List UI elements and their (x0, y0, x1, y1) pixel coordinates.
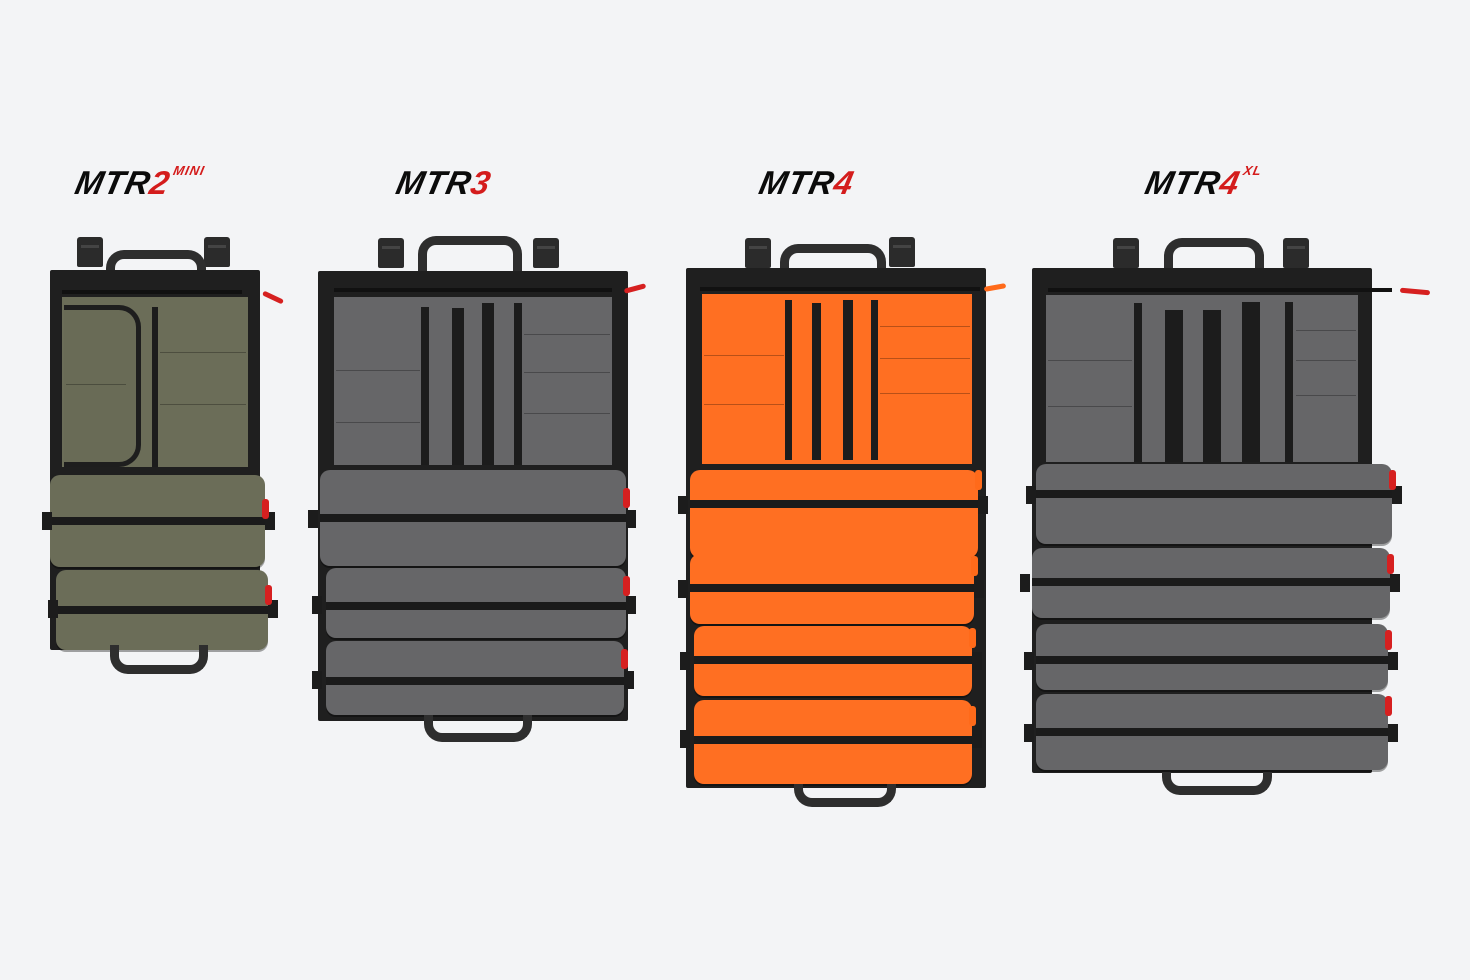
zipper-pull-icon (971, 556, 978, 576)
pouch (678, 554, 984, 624)
zipper-pull-icon (623, 576, 630, 596)
label-suffix: XL (1241, 163, 1264, 178)
pocket-seam (1296, 330, 1356, 331)
pocket-seam (336, 422, 420, 423)
pocket-seam (1048, 406, 1132, 407)
pocket-seam (524, 372, 610, 373)
pocket-seam (880, 393, 970, 394)
zipper-pull-icon (1389, 470, 1396, 490)
pocket-seam (524, 413, 610, 414)
pouch (48, 570, 278, 650)
pocket-seam (160, 352, 246, 353)
zipper-pull-icon (1385, 630, 1392, 650)
pocket-seam (880, 326, 970, 327)
product-label-mtr4: MTR4 (756, 164, 858, 201)
buckle-icon (533, 238, 559, 268)
product-label-mtr3: MTR3 (393, 164, 495, 201)
elastic-strap (1203, 310, 1221, 462)
pocket-seam (1048, 360, 1132, 361)
bottom-handle (794, 784, 896, 807)
organizer-panel (702, 294, 972, 464)
carry-handle (418, 236, 522, 275)
elastic-strap (152, 307, 158, 467)
pocket-seam (66, 384, 126, 385)
zipper-pull-icon (621, 649, 628, 669)
zipper-pull-icon (262, 499, 269, 519)
pouch (312, 568, 636, 638)
buckle-icon (889, 237, 915, 267)
pouch (1026, 464, 1402, 544)
zipper-pull-icon (1385, 696, 1392, 716)
pouch (312, 641, 634, 715)
buckle-icon (378, 238, 404, 268)
bottom-handle (1162, 772, 1272, 795)
product-label-mtr2-mini: MTR2MINI (72, 163, 207, 201)
label-main: MTR (72, 164, 155, 201)
label-main: MTR (393, 164, 476, 201)
elastic-strap (514, 303, 522, 465)
zipper-pull-icon (975, 470, 982, 490)
pocket-seam (160, 404, 246, 405)
elastic-strap (1285, 302, 1293, 462)
organizer-panel (334, 297, 612, 465)
elastic-strap (871, 300, 878, 460)
zipper-pull-icon (969, 706, 976, 726)
pocket-seam (524, 334, 610, 335)
pocket-seam (1296, 395, 1356, 396)
pocket-seam (880, 358, 970, 359)
zipper-pull-icon (265, 585, 272, 605)
bottom-handle (110, 645, 208, 674)
velcro-flap (64, 305, 141, 467)
pocket-seam (1296, 360, 1356, 361)
label-suffix: MINI (171, 163, 207, 178)
elastic-strap (421, 307, 429, 465)
elastic-strap (1165, 310, 1183, 462)
pouch (680, 700, 982, 784)
pocket-seam (704, 404, 784, 405)
zipper-pull-icon (969, 628, 976, 648)
elastic-strap (812, 303, 821, 460)
pouch (1024, 624, 1398, 690)
buckle-icon (77, 237, 103, 267)
elastic-strap (482, 303, 494, 465)
zipper-pull-icon (1387, 554, 1394, 574)
elastic-strap (1242, 302, 1260, 462)
elastic-strap (843, 300, 853, 460)
pouch (680, 626, 982, 696)
carry-handle (1164, 238, 1264, 279)
buckle-icon (745, 238, 771, 268)
bottom-handle (424, 715, 532, 742)
pouch (42, 475, 275, 567)
buckle-icon (1283, 238, 1309, 268)
top-zipper (700, 287, 980, 291)
label-main: MTR (756, 164, 839, 201)
buckle-icon (204, 237, 230, 267)
organizer-panel (1046, 295, 1358, 462)
top-zipper (334, 288, 612, 292)
pocket-seam (336, 370, 420, 371)
pouch (308, 470, 636, 566)
pouch (1020, 548, 1400, 618)
pouch (1024, 694, 1398, 770)
pouch (678, 470, 988, 558)
elastic-strap (785, 300, 792, 460)
carry-handle (106, 250, 206, 281)
top-zipper (62, 290, 242, 294)
elastic-strap (1134, 303, 1142, 462)
product-label-mtr4-xl: MTR4XL (1142, 163, 1264, 201)
zipper-pull-icon (1399, 287, 1431, 296)
top-zipper (1048, 288, 1392, 292)
carry-handle (780, 244, 886, 279)
buckle-icon (1113, 238, 1139, 268)
pocket-seam (704, 355, 784, 356)
zipper-pull-icon (261, 290, 285, 305)
elastic-strap (452, 308, 464, 465)
zipper-pull-icon (983, 283, 1007, 292)
label-main: MTR (1142, 164, 1225, 201)
zipper-pull-icon (623, 488, 630, 508)
